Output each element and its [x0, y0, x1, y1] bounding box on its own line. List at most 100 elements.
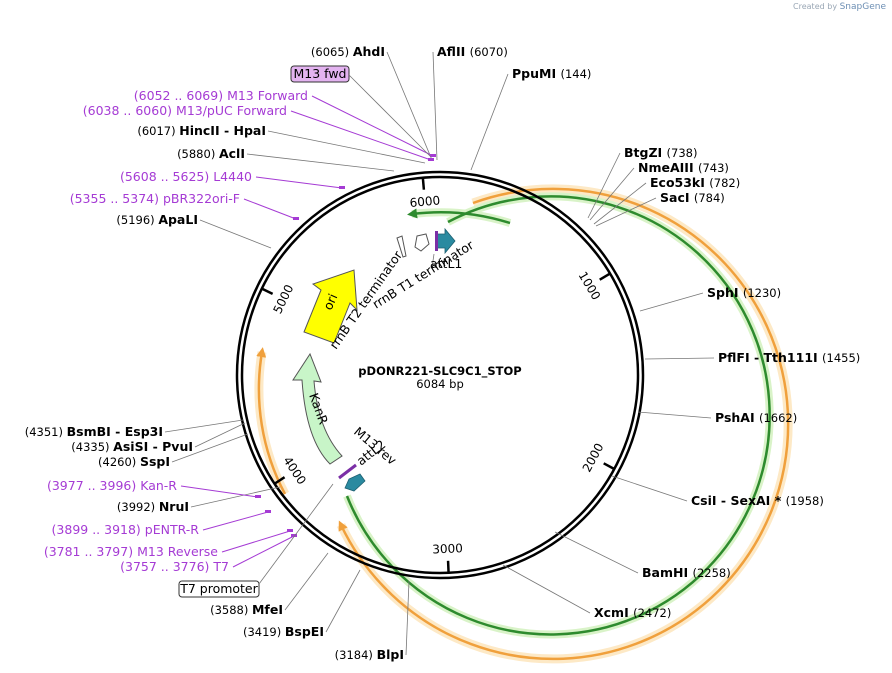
enzyme-label: (4260) SspI — [98, 454, 170, 469]
primer-leader — [202, 511, 269, 531]
tick-label: 6000 — [409, 193, 441, 210]
primer-label: (6052 .. 6069) M13 Forward — [134, 88, 308, 103]
enzyme-leader — [587, 152, 621, 219]
primer-label: (3899 .. 3918) pENTR-R — [52, 522, 200, 537]
enzyme-site: SacI (784) — [595, 190, 725, 227]
enzyme-label: PpuMI (144) — [512, 66, 591, 81]
ori-feature — [303, 269, 358, 344]
enzyme-label: (6017) HincII - HpaI — [137, 123, 266, 138]
enzyme-site: (3992) NruI — [117, 486, 281, 514]
primer-site: (5608 .. 5625) L4440 — [120, 169, 345, 189]
enzyme-label: BtgZI (738) — [624, 145, 697, 160]
enzyme-site: CsiI - SexAI * (1958) — [611, 475, 824, 508]
enzyme-leader — [405, 580, 410, 656]
enzyme-leader — [554, 531, 639, 574]
enzyme-leader — [246, 153, 395, 172]
enzyme-leader — [595, 197, 657, 227]
primer-label: (3781 .. 3797) M13 Reverse — [44, 544, 218, 559]
enzyme-site: (5196) ApaLI — [116, 212, 272, 249]
tick-mark — [603, 462, 615, 471]
tick-mark — [446, 560, 450, 573]
attl1-label: attL1 — [430, 256, 462, 271]
enzyme-site: BamHI (2258) — [554, 531, 731, 580]
primer-mark — [428, 158, 434, 161]
primer-mark — [287, 529, 293, 532]
tick-label: 4000 — [280, 454, 308, 487]
enzyme-leader — [611, 475, 688, 502]
kanr-feature — [292, 352, 343, 465]
enzyme-label: AflII (6070) — [437, 44, 508, 59]
tick-layer: 1000 2000 3000 4000 5000 6000 — [261, 177, 615, 573]
m13-fwd-box — [290, 65, 350, 83]
backbone-inner-ring — [240, 175, 640, 575]
primer-layer: (6052 .. 6069) M13 Forward(6038 .. 6060)… — [44, 88, 436, 574]
enzyme-site: (3184) BlpI — [335, 580, 410, 662]
enzyme-site: (3419) BspEI — [243, 569, 361, 639]
primer-mark — [291, 534, 297, 537]
enzyme-leader — [199, 219, 272, 249]
enzyme-leader — [194, 422, 246, 448]
tick-mark — [421, 177, 426, 190]
enzyme-leader — [190, 486, 281, 508]
enzyme-site: (6017) HincII - HpaI — [137, 123, 426, 164]
tick-label: 2000 — [580, 441, 607, 475]
tick-label: 1000 — [576, 269, 604, 302]
tick-label: 5000 — [270, 282, 296, 316]
enzyme-label: CsiI - SexAI * (1958) — [691, 493, 824, 508]
outer-green-arc — [407, 208, 511, 225]
enzyme-leader — [267, 130, 426, 164]
enzyme-site: PpuMI (144) — [470, 66, 591, 171]
primer-mark — [255, 495, 261, 498]
attl1-leader — [431, 253, 435, 269]
enzyme-label: SphI (1230) — [707, 285, 781, 300]
enzyme-leader — [325, 569, 361, 633]
enzyme-label: NmeAIII (743) — [638, 160, 729, 175]
primer-site: (3977 .. 3996) Kan-R — [47, 478, 261, 498]
primer-site: (3899 .. 3918) pENTR-R — [52, 510, 271, 537]
attl1-marker — [435, 231, 438, 251]
enzyme-label: (3184) BlpI — [335, 647, 404, 662]
primer-label: (3757 .. 3776) T7 — [120, 559, 229, 574]
enzyme-site: (3588) MfeI — [210, 552, 329, 617]
primer-mark — [339, 186, 345, 189]
credit: Created by SnapGene — [793, 2, 886, 12]
left-orange-arc — [256, 347, 287, 495]
enzyme-leader — [164, 419, 244, 433]
enzyme-leader — [644, 357, 715, 360]
primer-leader — [221, 530, 291, 553]
primer-label: (5355 .. 5374) pBR322ori-F — [70, 191, 240, 206]
enzyme-label: (3992) NruI — [117, 499, 189, 514]
enzyme-label: XcmI (2472) — [594, 605, 671, 620]
enzyme-site: (6065) AhdI — [311, 44, 433, 161]
enzyme-label: (4335) AsiSI - PvuI — [71, 439, 193, 454]
t7-promoter-box-label: T7 promoter — [179, 581, 258, 596]
tick-label: 3000 — [432, 541, 463, 556]
enzyme-site: NmeAIII (743) — [589, 160, 729, 221]
primer-mark — [265, 510, 271, 513]
enzyme-site: PflFI - Tth111I (1455) — [644, 350, 860, 365]
enzyme-site: (4351) BsmBI - Esp3I — [25, 419, 244, 439]
tick-mark — [261, 287, 274, 296]
enzyme-label: PflFI - Tth111I (1455) — [718, 350, 860, 365]
enzyme-site: (5880) AclI — [177, 146, 395, 172]
rrnb-t2-feature — [396, 235, 407, 258]
inner-green-arc — [345, 195, 771, 636]
enzyme-label: (4351) BsmBI - Esp3I — [25, 424, 163, 439]
enzyme-layer: (6065) AhdI AflII (6070) PpuMI (144) BtgZI … — [25, 44, 861, 662]
enzyme-label: (5196) ApaLI — [116, 212, 198, 227]
m13-rev-marker — [338, 463, 357, 480]
primer-site: (6038 .. 6060) M13/pUC Forward — [83, 103, 434, 161]
enzyme-leader — [171, 433, 249, 463]
primer-leader — [311, 95, 434, 157]
enzyme-label: BamHI (2258) — [642, 565, 731, 580]
enzyme-leader — [639, 292, 704, 312]
primer-label: (5608 .. 5625) L4440 — [120, 169, 252, 184]
primer-leader — [232, 535, 295, 568]
enzyme-site: AflII (6070) — [432, 44, 508, 161]
enzyme-label: (5880) AclI — [177, 146, 245, 161]
enzyme-label: Eco53kI (782) — [650, 175, 740, 190]
plasmid-length: 6084 bp — [416, 377, 464, 391]
plasmid-name: pDONR221-SLC9C1_STOP — [358, 364, 521, 379]
backbone-outer-ring — [235, 170, 645, 580]
